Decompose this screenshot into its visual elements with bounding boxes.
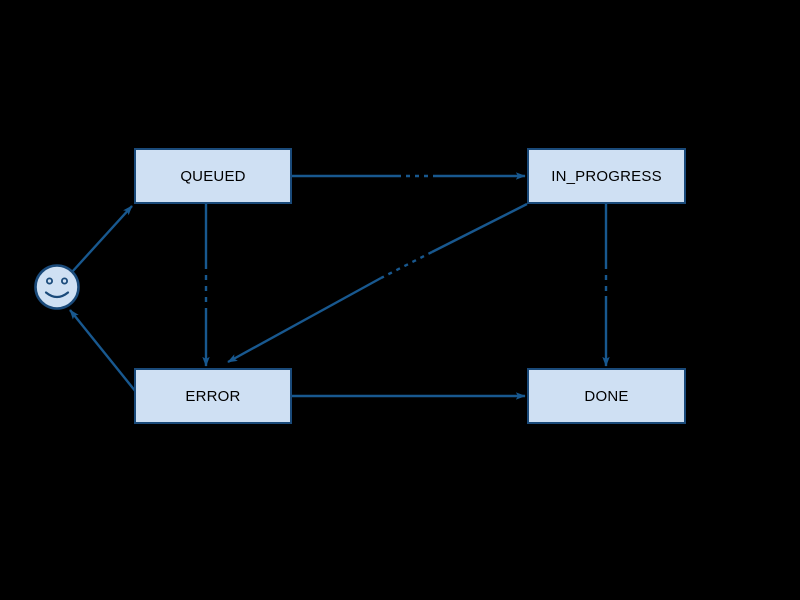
edge-error-to-start (69, 309, 137, 393)
smiley-left-eye-icon (46, 277, 54, 285)
smiley-mouth-icon (44, 291, 70, 299)
edge-inprogress-to-error-seg3 (227, 276, 382, 364)
state-node-error[interactable]: ERROR (134, 368, 292, 424)
state-label-queued: QUEUED (180, 167, 246, 185)
smiley-face-icon[interactable] (34, 264, 80, 310)
edge-start-to-queued (71, 205, 133, 273)
edge-inprogress-to-error-seg2 (380, 250, 433, 280)
state-label-error: ERROR (185, 387, 241, 405)
state-node-done[interactable]: DONE (527, 368, 686, 424)
edge-inprogress-to-error-seg1 (431, 202, 528, 254)
state-label-done: DONE (584, 387, 629, 405)
smiley-right-eye-icon (61, 277, 69, 285)
state-node-queued[interactable]: QUEUED (134, 148, 292, 204)
state-label-in-progress: IN_PROGRESS (551, 167, 662, 185)
state-node-in-progress[interactable]: IN_PROGRESS (527, 148, 686, 204)
